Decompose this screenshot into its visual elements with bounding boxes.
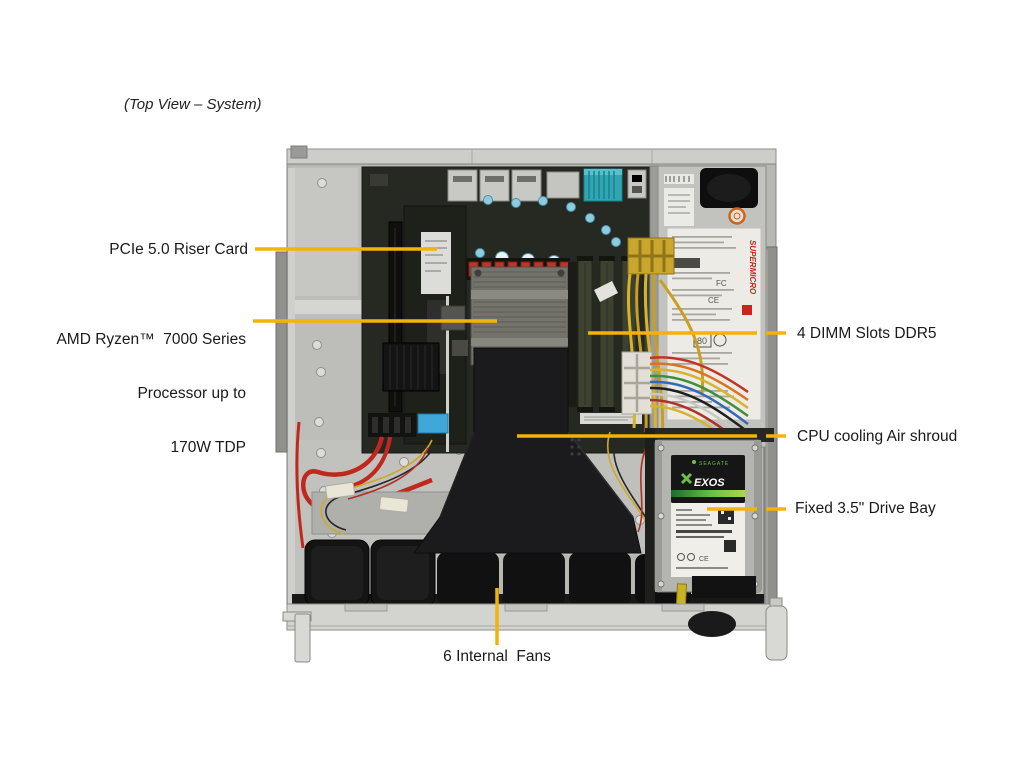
callout-leader-lines [253,247,786,645]
atx-cable-bundle [621,351,749,457]
callout-cpu-label: AMD Ryzen™ 7000 Series Processor up to 1… [40,295,246,493]
psu-ce-mark: CE [708,296,719,305]
chassis-foot [688,611,736,637]
mounting-ear-left [282,611,312,663]
drive-brand-text: EXOS [694,477,725,489]
cpu-air-shroud [413,347,642,554]
fan-1 [304,539,370,607]
usb-header-blue [417,413,449,434]
svg-text:80: 80 [697,336,707,346]
chassis-left-rail [275,251,288,453]
fan-3 [437,552,499,606]
psu-seal [728,207,746,225]
callout-fans-label: 6 Internal Fans [443,648,551,665]
psu-spec-label: SUPERMICRO FC CE 80 [666,227,762,421]
callout-dimm-label: 4 DIMM Slots DDR5 [797,325,937,342]
exos-leaf-icon [680,472,693,485]
fan-5 [569,552,631,606]
callout-cpu-line3: 170W TDP [170,439,246,456]
fan-4 [503,552,565,606]
psu-fc-mark: FC [716,279,727,288]
drive-maker-text: SEAGATE [699,461,729,467]
warning-tag [675,583,688,605]
fan-2 [370,539,436,607]
drive-35: SEAGATE EXOS CE [645,428,774,605]
motherboard [361,166,659,454]
chassis-front [282,597,788,663]
mounting-ear-right [765,597,788,661]
diagram-title: (Top View – System) [124,96,262,113]
callout-drive-bay-label: Fixed 3.5" Drive Bay [795,500,936,517]
callout-air-shroud-label: CPU cooling Air shroud [797,428,958,445]
psu-brand-text: SUPERMICRO [748,240,757,295]
teal-heatsink [583,168,623,202]
callout-cpu-line1: AMD Ryzen™ 7000 Series [56,331,246,348]
yellow-power-cables [627,237,705,441]
sata-ports [368,413,416,437]
chassis-rear-panel [286,148,777,166]
callout-riser-label: PCIe 5.0 Riser Card [109,241,248,258]
rear-io-ports [370,168,647,202]
drive-label: SEAGATE EXOS CE [671,455,745,577]
drive-ce-mark: CE [699,556,709,563]
cables [295,237,749,569]
vrm-heatsink [382,342,440,392]
internal-fans [304,539,691,607]
callout-cpu-line2: Processor up to [137,385,246,402]
